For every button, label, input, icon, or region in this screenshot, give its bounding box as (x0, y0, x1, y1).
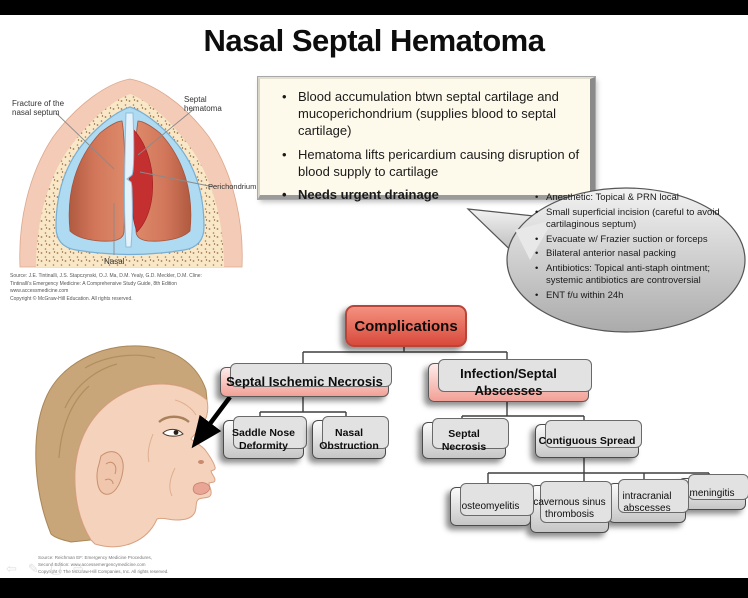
management-steps-list: Anesthetic: Topical & PRN local Small su… (533, 192, 721, 304)
management-step: ENT f/u within 24h (533, 290, 721, 303)
label-pointer-lines (55, 108, 215, 255)
face-source-citation: Source: Reichman EF: Emergency Medicine … (38, 555, 169, 574)
label-septal-hematoma: Septal hematoma (184, 95, 222, 114)
presenter-controls: ⇦ ✎ ▢ ⇨ (6, 561, 84, 577)
label-fracture-of-nasal-septum: Fracture of the nasal septum (12, 99, 65, 118)
key-point-item: Blood accumulation btwn septal cartilage… (282, 89, 582, 140)
key-points-list: Blood accumulation btwn septal cartilage… (260, 89, 590, 204)
slide-title: Nasal Septal Hematoma (203, 23, 545, 58)
key-points-box: Blood accumulation btwn septal cartilage… (257, 76, 596, 204)
nose-cross-section-illustration (19, 78, 243, 268)
flowchart-node-complications: Complications (345, 305, 467, 347)
label-perichondrium: Perichondrium (208, 182, 257, 191)
forward-arrow-icon[interactable]: ⇨ (73, 561, 85, 576)
management-callout-bubble: Anesthetic: Topical & PRN local Small su… (455, 168, 748, 336)
flowchart-node-saddle-nose-deformity: Saddle Nose Deformity (223, 416, 307, 459)
flowchart-node-infection-septal-abscesses: Infection/Septal Abscesses (428, 359, 592, 402)
flowchart-node-contiguous-spread: Contiguous Spread (535, 420, 642, 458)
management-step: Anesthetic: Topical & PRN local (533, 192, 721, 205)
flowchart-node-intracranial-abscesses: intracranial abscesses (608, 479, 689, 523)
face-profile-illustration (35, 345, 216, 548)
management-step: Antibiotics: Topical anti-staph ointment… (533, 263, 721, 288)
anatomy-source-citation: Source: J.E. Tintinalli, J.S. Stapczynsk… (10, 273, 202, 302)
pen-icon[interactable]: ✎ (27, 561, 39, 576)
management-step: Evacuate w/ Frazier suction or forceps (533, 234, 721, 247)
back-arrow-icon[interactable]: ⇦ (6, 561, 17, 576)
key-point-item: Hematoma lifts pericardium causing disru… (282, 147, 582, 181)
flowchart-node-cavernous-sinus-thrombosis: cavernous sinus thrombosis (530, 481, 612, 533)
face-profile-figure: Source: Reichman EF: Emergency Medicine … (25, 338, 250, 574)
flowchart-node-septal-ischemic-necrosis: Septal Ischemic Necrosis (220, 363, 392, 397)
flowchart-node-osteomyelitis: osteomyelitis (450, 483, 534, 526)
label-nasal: Nasal (104, 257, 125, 266)
management-step: Bilateral anterior nasal packing (533, 248, 721, 261)
management-step: Small superficial incision (careful to a… (533, 207, 721, 232)
slide-navigator-icon[interactable]: ▢ (49, 561, 63, 576)
nasal-cross-section-figure: Fracture of the nasal septum Septal hema… (8, 75, 260, 275)
key-point-item: Needs urgent drainage (282, 187, 582, 204)
flowchart-node-nasal-obstruction: Nasal Obstruction (312, 416, 389, 459)
flowchart-node-septal-necrosis: Septal Necrosis (422, 418, 509, 459)
slide-canvas: Nasal Septal Hematoma (0, 15, 748, 578)
